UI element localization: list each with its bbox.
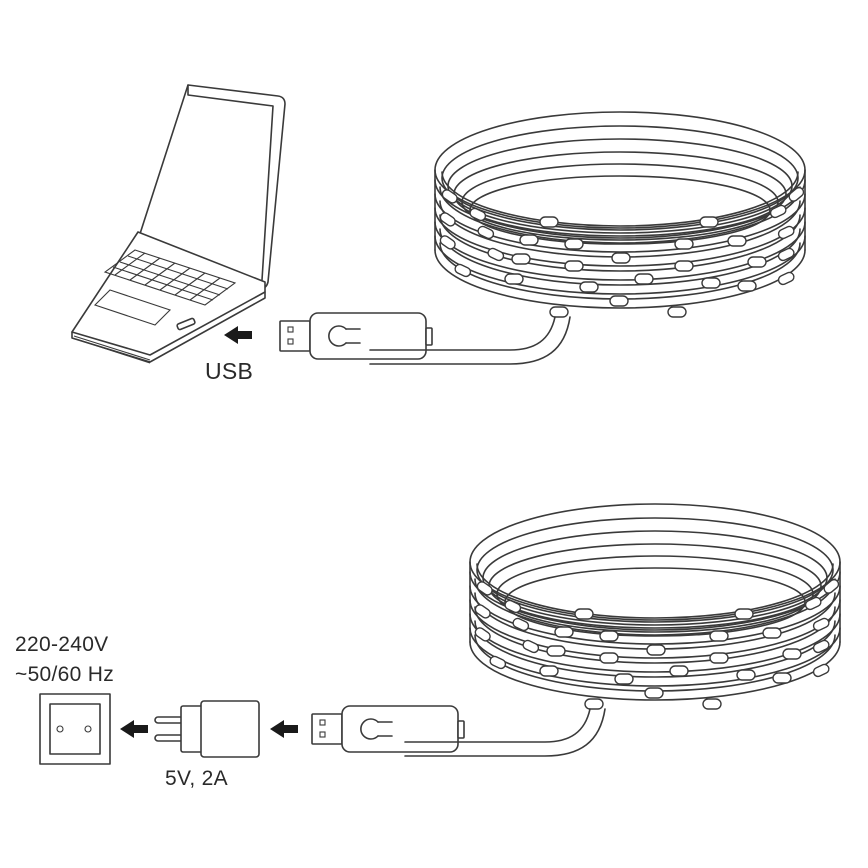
arrow-left-icon — [224, 326, 252, 344]
top-panel — [71, 84, 807, 365]
led-strip-coil-bottom — [404, 503, 842, 757]
usb-controller — [311, 705, 465, 753]
led-strip-coil-top — [369, 111, 807, 365]
outlet-frequency-label: ~50/60 Hz — [15, 663, 115, 686]
keyboard-icon — [103, 249, 237, 306]
laptop-illustration — [71, 84, 286, 364]
bottom-panel — [39, 503, 842, 765]
outlet-voltage-label: 220-240V — [15, 633, 109, 656]
usb-label: USB — [205, 358, 254, 384]
usb-controller — [279, 312, 433, 360]
laptop-usb-port — [176, 317, 196, 331]
adapter-rating-label: 5V, 2A — [165, 767, 228, 790]
arrow-left-icon — [120, 720, 148, 738]
wall-outlet-icon — [39, 693, 111, 765]
arrow-left-icon — [270, 720, 298, 738]
power-adapter-icon — [154, 700, 260, 758]
